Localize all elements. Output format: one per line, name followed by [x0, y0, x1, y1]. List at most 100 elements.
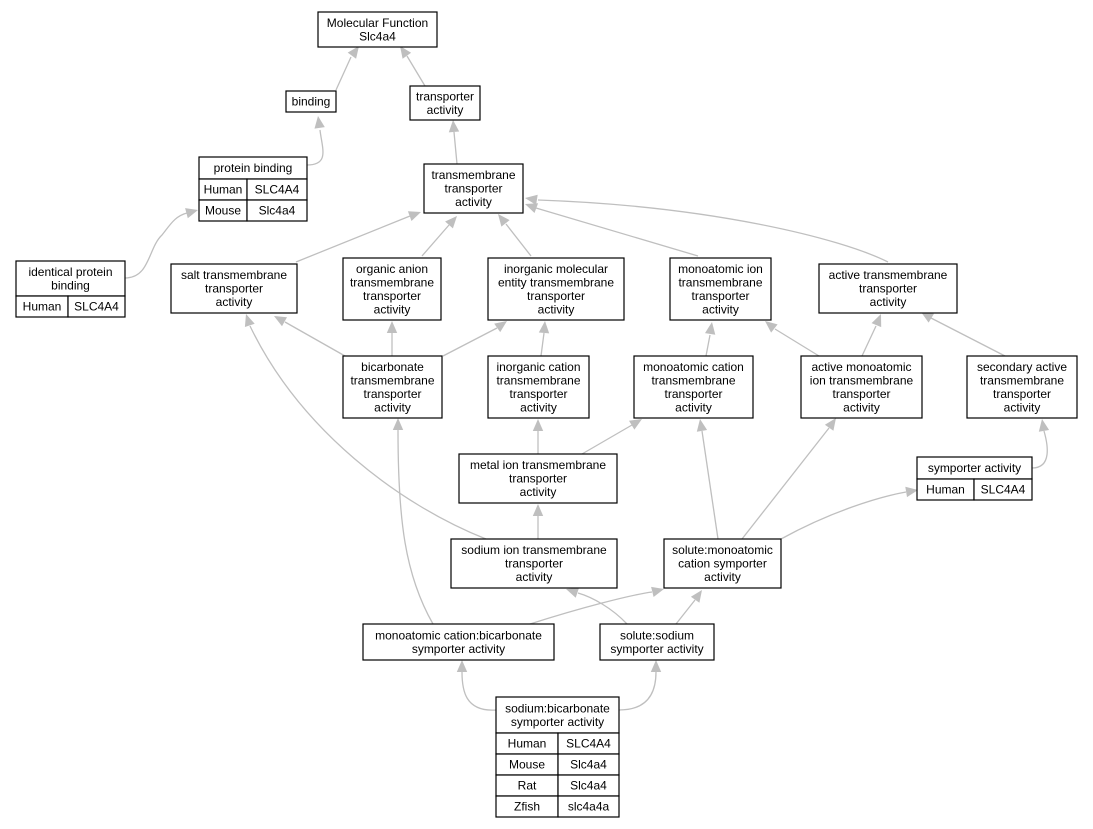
node-label: activity — [675, 400, 712, 414]
arrowhead — [314, 116, 325, 129]
node-label: sodium ion transmembrane — [461, 543, 607, 557]
node-label: inorganic cation — [496, 360, 580, 374]
node-label: binding — [292, 95, 331, 109]
gene-cell: Slc4a4 — [557, 774, 620, 797]
edge — [696, 419, 719, 540]
svg-text:Mouse: Mouse — [509, 758, 545, 772]
node-label: transporter — [664, 387, 722, 401]
node-binding[interactable]: binding — [285, 90, 337, 113]
edge — [566, 587, 628, 625]
node-box — [495, 696, 620, 734]
node-sodium-ion[interactable]: sodium ion transmembranetransporteractiv… — [450, 538, 618, 589]
node-label: active transmembrane — [829, 268, 948, 282]
gene-cell: Slc4a4 — [246, 199, 308, 222]
species-cell: Rat — [495, 774, 559, 797]
edge — [532, 419, 544, 454]
node-label: solute:monoatomic — [672, 543, 773, 557]
node-label: activity — [538, 302, 575, 316]
node-label: symporter activity — [928, 461, 1021, 475]
svg-text:Zfish: Zfish — [514, 800, 540, 814]
node-box — [342, 355, 443, 419]
arrowhead — [905, 486, 918, 498]
node-label: entity transmembrane — [498, 275, 614, 289]
arrowhead — [456, 660, 468, 672]
node-label: transporter — [363, 387, 421, 401]
node-label: cation symporter — [678, 557, 767, 571]
edge — [538, 321, 550, 357]
node-label: binding — [51, 278, 90, 292]
species-cell: Mouse — [495, 753, 559, 776]
arrowhead — [532, 419, 544, 431]
arrowhead — [705, 322, 716, 335]
species-cell: Human — [15, 295, 69, 318]
arrowhead — [696, 419, 708, 432]
arrowhead — [525, 203, 539, 213]
arrowhead — [494, 321, 507, 333]
node-label: symporter activity — [511, 715, 604, 729]
node-metal-ion[interactable]: metal ion transmembranetransporteractivi… — [458, 453, 618, 504]
node-label: transporter — [416, 89, 474, 103]
node-label: solute:sodium — [620, 628, 694, 642]
gene-cell: SLC4A4 — [246, 178, 308, 201]
node-secondary-active[interactable]: secondary activetransmembranetransporter… — [966, 355, 1078, 419]
node-box — [663, 538, 782, 589]
node-label: transmembrane — [980, 373, 1064, 387]
node-organic-anion[interactable]: organic aniontransmembranetransporteract… — [342, 257, 442, 321]
edge — [274, 316, 346, 357]
arrowhead — [386, 321, 398, 333]
node-label: transmembrane — [496, 373, 580, 387]
species-cell: Zfish — [495, 795, 559, 818]
arrowhead — [690, 590, 702, 603]
node-box — [409, 85, 481, 121]
arrowhead — [824, 418, 836, 431]
node-label: transporter — [691, 289, 749, 303]
arrowhead — [448, 120, 460, 133]
node-label: transporter — [509, 387, 567, 401]
svg-text:Human: Human — [204, 183, 243, 197]
svg-text:SLC4A4: SLC4A4 — [74, 300, 119, 314]
edges — [124, 46, 1050, 711]
edge — [442, 321, 507, 357]
node-box — [800, 355, 923, 419]
node-box — [633, 355, 754, 419]
node-box — [285, 90, 337, 113]
node-label: activity — [702, 302, 739, 316]
node-label: transmembrane — [678, 275, 762, 289]
node-inorganic-cation[interactable]: inorganic cationtransmembranetransporter… — [487, 355, 590, 419]
node-label: active monoatomic — [811, 360, 911, 374]
node-monoatomic-cation[interactable]: monoatomic cationtransmembranetransporte… — [633, 355, 754, 419]
node-monoatomic-ion[interactable]: monoatomic iontransmembranetransporterac… — [669, 257, 772, 321]
arrowhead — [498, 214, 510, 227]
svg-text:Human: Human — [23, 300, 62, 314]
edge — [525, 203, 699, 257]
node-label: transporter — [859, 282, 917, 296]
arrowhead — [566, 587, 579, 598]
node-label: secondary active — [977, 360, 1067, 374]
gene-cell: SLC4A4 — [557, 732, 620, 755]
node-bicarbonate[interactable]: bicarbonatetransmembranetransporteractiv… — [342, 355, 443, 419]
svg-text:Slc4a4: Slc4a4 — [570, 779, 607, 793]
node-label: organic anion — [356, 262, 428, 276]
arrowhead — [765, 321, 778, 333]
edge — [335, 46, 359, 91]
node-label: activity — [427, 103, 464, 117]
edge — [675, 590, 702, 625]
node-label: salt transmembrane — [181, 268, 287, 282]
node-label: Slc4a4 — [359, 29, 396, 43]
